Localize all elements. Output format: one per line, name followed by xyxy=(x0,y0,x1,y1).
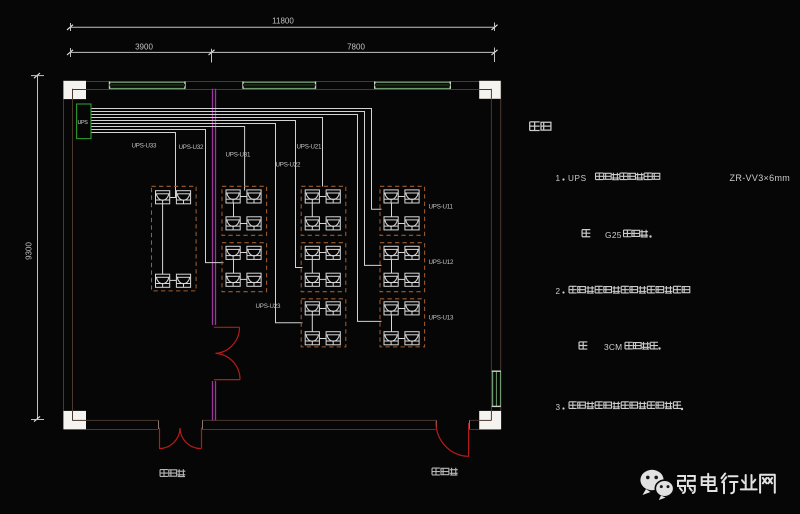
svg-text:2: 2 xyxy=(556,287,561,296)
svg-text:3900: 3900 xyxy=(135,42,153,51)
svg-text:UPS-U23: UPS-U23 xyxy=(256,303,281,310)
svg-text:UPS-U13: UPS-U13 xyxy=(429,315,454,322)
svg-text:UPS-U11: UPS-U11 xyxy=(429,204,454,211)
svg-text:UPS-U32: UPS-U32 xyxy=(179,144,204,151)
svg-text:11800: 11800 xyxy=(272,17,294,26)
svg-text:UPS: UPS xyxy=(568,174,587,183)
svg-text:×6mm: ×6mm xyxy=(764,173,791,183)
svg-text:ZR-VV3: ZR-VV3 xyxy=(730,173,764,183)
svg-text:UPS-U21: UPS-U21 xyxy=(297,144,322,151)
svg-text:3CM: 3CM xyxy=(604,342,622,352)
svg-text:UPS-U33: UPS-U33 xyxy=(132,143,157,150)
svg-text:G25: G25 xyxy=(605,230,622,240)
svg-text:UPS-U12: UPS-U12 xyxy=(429,259,454,266)
svg-text:7800: 7800 xyxy=(347,42,365,51)
svg-text:9300: 9300 xyxy=(25,242,34,260)
svg-text:UPS-U31: UPS-U31 xyxy=(226,152,251,159)
svg-text:UPS: UPS xyxy=(78,120,89,126)
svg-text:3: 3 xyxy=(556,403,561,412)
svg-text:1: 1 xyxy=(556,174,561,183)
svg-text:UPS-U22: UPS-U22 xyxy=(276,162,301,169)
